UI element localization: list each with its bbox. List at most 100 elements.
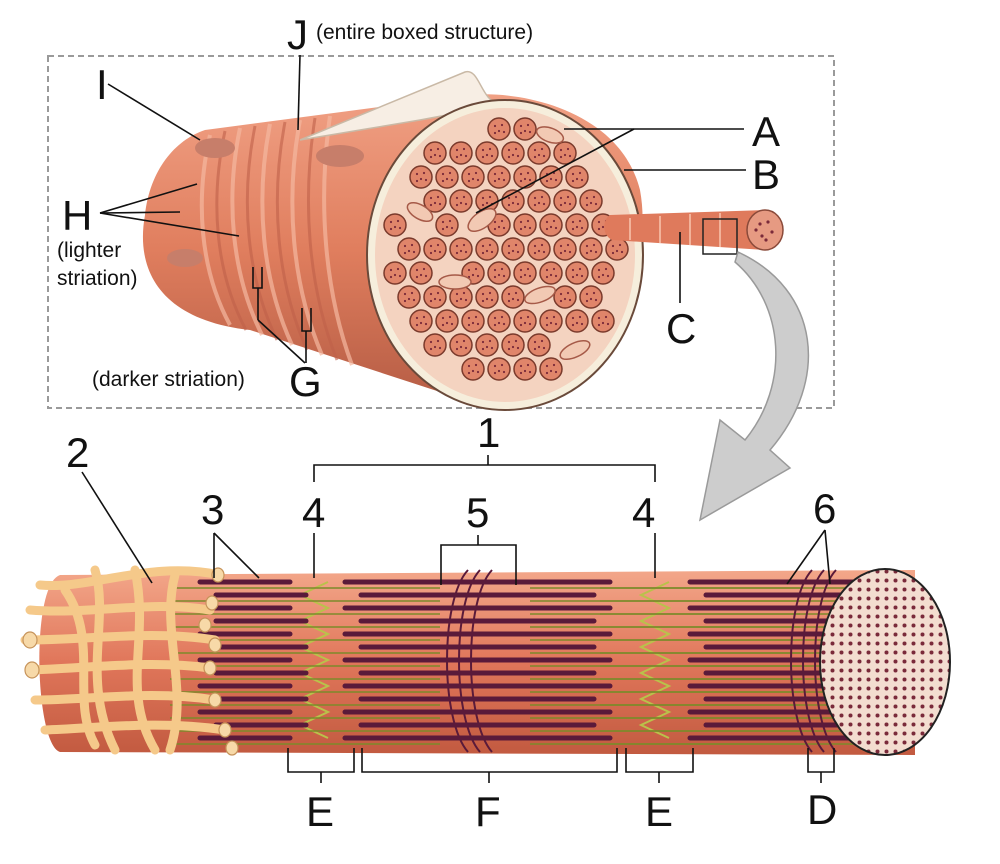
filament-dot (533, 203, 537, 207)
z-disc (638, 581, 672, 739)
filament-dot (493, 268, 497, 272)
filament-dot (429, 340, 433, 344)
filament-dot (389, 227, 393, 231)
filament-dot (585, 244, 589, 248)
myofibril-cross-section (553, 237, 577, 261)
filament-dot (424, 274, 428, 278)
myofibril-cross-section (539, 213, 563, 237)
filament-dot (410, 291, 414, 295)
filament-dot (438, 250, 442, 254)
filament-dot (497, 129, 501, 133)
filament-dot (429, 299, 433, 303)
filament-dot (502, 130, 506, 134)
filament-dot (476, 370, 480, 374)
filament-dot (429, 203, 433, 207)
filament-dot (441, 323, 445, 327)
filament-dot (537, 153, 541, 157)
filament-dot (545, 275, 549, 279)
filament-dot (507, 244, 511, 248)
filament-dot (455, 196, 459, 200)
filament-dot (462, 291, 466, 295)
filament-dot (410, 243, 414, 247)
annotation-darker-striation: (darker striation) (92, 368, 245, 391)
filament-dot (516, 346, 520, 350)
label-a: A (752, 108, 781, 155)
filament-dot (537, 201, 541, 205)
filament-dot (474, 315, 478, 319)
filament-dot (507, 203, 511, 207)
filament-dot (493, 323, 497, 327)
filament-dot (549, 177, 553, 181)
filament-dot (552, 219, 556, 223)
label-i: I (96, 61, 108, 108)
filament-dot (481, 299, 485, 303)
filament-dot (594, 298, 598, 302)
filament-dot (589, 249, 593, 253)
filament-dot (545, 316, 549, 320)
filament-dot (519, 316, 523, 320)
filament-dot (433, 297, 437, 301)
filament-dot (578, 171, 582, 175)
filament-dot (500, 315, 504, 319)
myofibril-cross-section (513, 261, 537, 285)
filament-dot (403, 244, 407, 248)
myofibril-cross-section (423, 141, 447, 165)
mitochondrion (438, 274, 472, 290)
myofibril-cross-section (475, 237, 499, 261)
myofibril-cross-section (513, 165, 537, 189)
filament-dot (490, 250, 494, 254)
label-f: F (475, 788, 501, 835)
filament-dot (455, 203, 459, 207)
filament-dot (511, 345, 515, 349)
myofibril-cross-section (539, 357, 563, 381)
filament-dot (429, 155, 433, 159)
filament-dot (436, 291, 440, 295)
filament-dot (578, 219, 582, 223)
filament-dot (542, 202, 546, 206)
filament-dot (568, 154, 572, 158)
filament-dot (559, 251, 563, 255)
filament-dot (511, 201, 515, 205)
annotation-lighter-striation-line2: striation) (57, 267, 138, 290)
filament-dot (438, 202, 442, 206)
myofibril-cross-section (409, 261, 433, 285)
filament-dot (433, 249, 437, 253)
filament-dot (493, 124, 497, 128)
zoom-arrow (698, 250, 810, 522)
filament-dot (502, 178, 506, 182)
filament-dot (519, 179, 523, 183)
filament-dot (528, 370, 532, 374)
filament-dot (493, 220, 497, 224)
filament-dot (419, 321, 423, 325)
myofibril-cross-section (487, 165, 511, 189)
filament-dot (481, 155, 485, 159)
filament-dot (471, 369, 475, 373)
filament-dot (493, 371, 497, 375)
filament-dot (549, 225, 553, 229)
filament-dot (462, 339, 466, 343)
myofibril-cross-section (501, 333, 525, 357)
filament-dot (438, 346, 442, 350)
myofibril-end-cap (819, 568, 951, 756)
filament-dot (528, 226, 532, 230)
myofibril-cross-section (397, 285, 421, 309)
filament-dot (412, 250, 416, 254)
myofibril-cross-section (449, 333, 473, 357)
filament-dot (528, 130, 532, 134)
filament-dot (488, 243, 492, 247)
filament-dot (552, 363, 556, 367)
filament-dot (592, 243, 596, 247)
filament-dot (559, 196, 563, 200)
filament-dot (476, 178, 480, 182)
filament-dot (433, 345, 437, 349)
myofibril-cross-section (553, 189, 577, 213)
filament-dot (526, 219, 530, 223)
filament-dot (571, 172, 575, 176)
filament-dot (511, 153, 515, 157)
filament-dot (455, 148, 459, 152)
myofibril-cross-section (383, 213, 407, 237)
filament-dot (604, 315, 608, 319)
filament-dot (415, 316, 419, 320)
